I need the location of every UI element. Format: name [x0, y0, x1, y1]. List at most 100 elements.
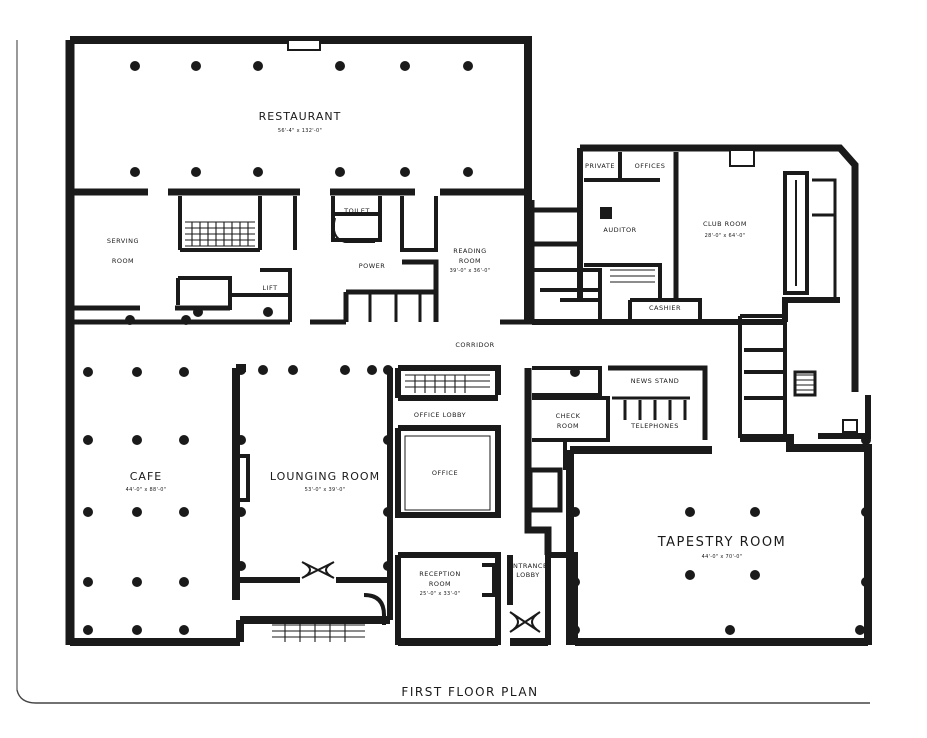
- column: [383, 561, 393, 571]
- wall-reading: [500, 200, 580, 325]
- door-entrance: [509, 611, 541, 633]
- column: [861, 435, 871, 445]
- lounging-dim: 53'-0" x 39'-0": [305, 487, 346, 493]
- column: [750, 570, 760, 580]
- restaurant-dim: 56'-4" x 132'-0": [278, 128, 322, 134]
- column: [400, 61, 410, 71]
- stair-east: [795, 374, 815, 391]
- column: [258, 365, 268, 375]
- club-bar: [783, 171, 809, 295]
- lounging-fireplace: [236, 454, 250, 502]
- room-labels: RESTAURANT 56'-4" x 132'-0" SERVING ROOM…: [107, 110, 785, 597]
- private-label: PRIVATE: [585, 162, 615, 170]
- wall-check: [532, 396, 610, 442]
- column: [83, 507, 93, 517]
- reception-fireplace: [482, 563, 496, 597]
- column: [570, 367, 580, 377]
- column: [236, 561, 246, 571]
- column: [570, 577, 580, 587]
- lounging-label: LOUNGING ROOM: [270, 470, 380, 483]
- serving-label: SERVING: [107, 237, 139, 245]
- column: [685, 570, 695, 580]
- door-lounging: [301, 561, 335, 579]
- wall-east-rooms: [738, 314, 787, 438]
- office-label: OFFICE: [432, 469, 458, 477]
- column: [570, 507, 580, 517]
- column: [335, 61, 345, 71]
- column: [750, 507, 760, 517]
- telephone-booths: [612, 396, 690, 420]
- column: [263, 307, 273, 317]
- stair-entrance: [272, 620, 365, 642]
- column: [463, 61, 473, 71]
- stairs: [185, 221, 815, 642]
- column: [179, 507, 189, 517]
- column: [132, 625, 142, 635]
- wall-core-3: [343, 259, 439, 322]
- lift-label: LIFT: [262, 284, 277, 292]
- reception-label-2: ROOM: [429, 580, 451, 588]
- wall-stair-2: [176, 276, 232, 310]
- wall-core-2: [400, 196, 438, 252]
- wall-restaurant-outer: [70, 36, 532, 322]
- column: [130, 61, 140, 71]
- wall-small-block-2: [540, 438, 567, 470]
- cafe-dim: 44'-0" x 88'-0": [126, 487, 167, 493]
- column: [236, 507, 246, 517]
- column: [861, 507, 871, 517]
- entrance-lobby-label-2: LOBBY: [516, 571, 540, 579]
- wall-club-east-rooms: [812, 178, 837, 300]
- plan-caption: FIRST FLOOR PLAN: [401, 685, 538, 699]
- telephones-label: TELEPHONES: [630, 422, 679, 430]
- wall-small-block: [527, 467, 563, 513]
- column: [400, 167, 410, 177]
- stair-office-lobby: [405, 374, 490, 393]
- reception-label: RECEPTION: [419, 570, 461, 578]
- wall-office: [395, 425, 501, 518]
- wall-corridor-north-east: [532, 297, 840, 325]
- column: [340, 365, 350, 375]
- wall-office-lobby: [395, 365, 501, 401]
- restaurant-label: RESTAURANT: [259, 110, 342, 123]
- column: [179, 435, 189, 445]
- wall-check-top: [532, 366, 602, 397]
- column: [288, 365, 298, 375]
- offices-label: OFFICES: [635, 162, 666, 170]
- column: [130, 167, 140, 177]
- reading-label-2: ROOM: [459, 257, 481, 265]
- auditor-label: AUDITOR: [603, 226, 636, 234]
- column: [236, 435, 246, 445]
- column: [179, 367, 189, 377]
- column: [132, 507, 142, 517]
- column: [463, 167, 473, 177]
- club-fireplace: [729, 149, 755, 167]
- check-label: CHECK: [556, 412, 581, 420]
- column: [125, 315, 135, 325]
- column: [725, 625, 735, 635]
- check-label-2: ROOM: [557, 422, 579, 430]
- column: [855, 625, 865, 635]
- column: [181, 315, 191, 325]
- column: [335, 167, 345, 177]
- column: [83, 577, 93, 587]
- wall-news: [608, 365, 708, 440]
- stair-serving: [185, 221, 255, 247]
- columns: [83, 61, 871, 635]
- club-dim: 28'-0" x 64'-0": [705, 233, 746, 239]
- column: [383, 365, 393, 375]
- column: [367, 365, 377, 375]
- column: [193, 307, 203, 317]
- vestibule-curve: [363, 593, 386, 625]
- doors: [301, 561, 541, 633]
- walls: [65, 36, 872, 646]
- office-lobby-label: OFFICE LOBBY: [414, 411, 466, 419]
- column: [236, 365, 246, 375]
- east-stair-box: [793, 370, 817, 397]
- frame-bottom: [16, 689, 870, 704]
- ne-cabinet: [842, 419, 858, 433]
- stair-serving-treads: [191, 222, 249, 246]
- serving-label-2: ROOM: [112, 257, 134, 265]
- reading-label: READING: [453, 247, 486, 255]
- column: [191, 61, 201, 71]
